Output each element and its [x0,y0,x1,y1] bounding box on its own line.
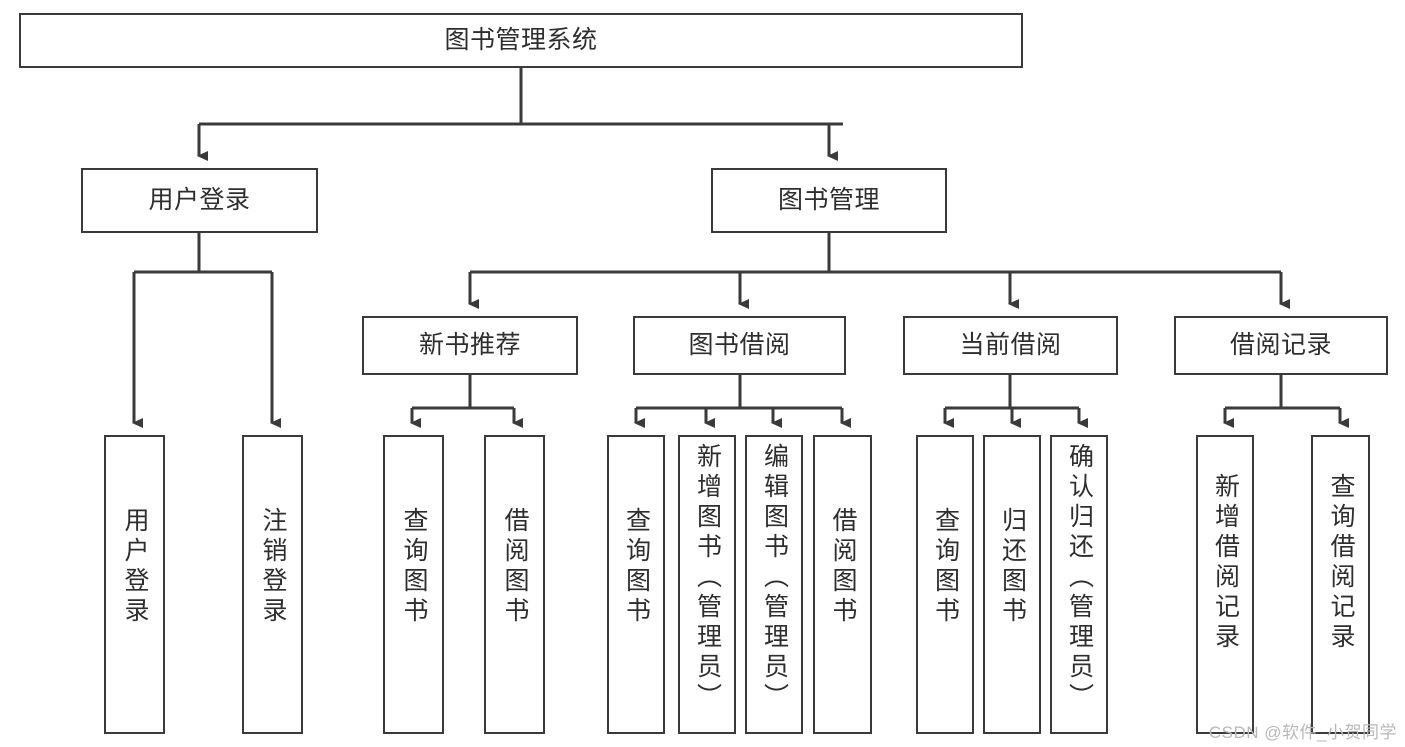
node-label: 查询图书 [622,507,651,627]
leaf-add-borrow-record[interactable]: 新增借阅记录 [1196,435,1254,734]
leaf-query-book-recommend[interactable]: 查询图书 [383,435,444,734]
leaf-query-book-borrow[interactable]: 查询图书 [607,435,665,734]
node-book-borrow[interactable]: 图书借阅 [633,316,846,375]
leaf-edit-book-admin[interactable]: 编辑图书（管理员） [745,435,803,734]
leaf-return-book[interactable]: 归还图书 [983,435,1041,734]
node-label: 新书推荐 [418,331,521,359]
leaf-logout-login[interactable]: 注销登录 [242,435,303,734]
leaf-borrow-book[interactable]: 借阅图书 [813,435,872,734]
node-current-borrow[interactable]: 当前借阅 [903,316,1118,375]
leaf-query-borrow-record[interactable]: 查询借阅记录 [1311,435,1370,734]
leaf-confirm-return-admin[interactable]: 确认归还（管理员） [1050,435,1108,734]
node-label: 归还图书 [998,507,1027,627]
csdn-watermark: CSDN @软件_小贺同学 [1208,723,1397,742]
node-label: 用户登录 [121,507,149,627]
leaf-query-book-current[interactable]: 查询图书 [916,435,974,734]
node-book-management[interactable]: 图书管理 [711,168,947,233]
node-label: 查询借阅记录 [1327,473,1355,653]
node-label: 借阅图书 [501,507,529,627]
node-user-login[interactable]: 用户登录 [81,168,318,233]
node-label: 查询图书 [931,507,960,627]
leaf-user-login[interactable]: 用户登录 [104,435,165,734]
node-label: 新增图书（管理员） [693,443,722,713]
node-label: 图书借阅 [688,331,791,359]
node-new-book-recommend[interactable]: 新书推荐 [362,316,578,375]
node-root-system[interactable]: 图书管理系统 [19,13,1023,68]
node-label: 图书管理系统 [444,26,598,54]
node-label: 注销登录 [259,507,287,627]
node-label: 当前借阅 [959,331,1062,359]
node-label: 借阅记录 [1229,331,1332,359]
node-label: 用户登录 [148,186,251,214]
node-label: 编辑图书（管理员） [760,443,789,713]
node-label: 借阅图书 [829,507,857,627]
node-label: 新增借阅记录 [1211,473,1240,653]
node-label: 图书管理 [777,186,880,214]
leaf-borrow-book-recommend[interactable]: 借阅图书 [484,435,545,734]
node-label: 确认归还（管理员） [1065,443,1094,713]
node-borrow-record[interactable]: 借阅记录 [1174,316,1388,375]
node-label: 查询图书 [400,507,428,627]
leaf-add-book-admin[interactable]: 新增图书（管理员） [678,435,736,734]
